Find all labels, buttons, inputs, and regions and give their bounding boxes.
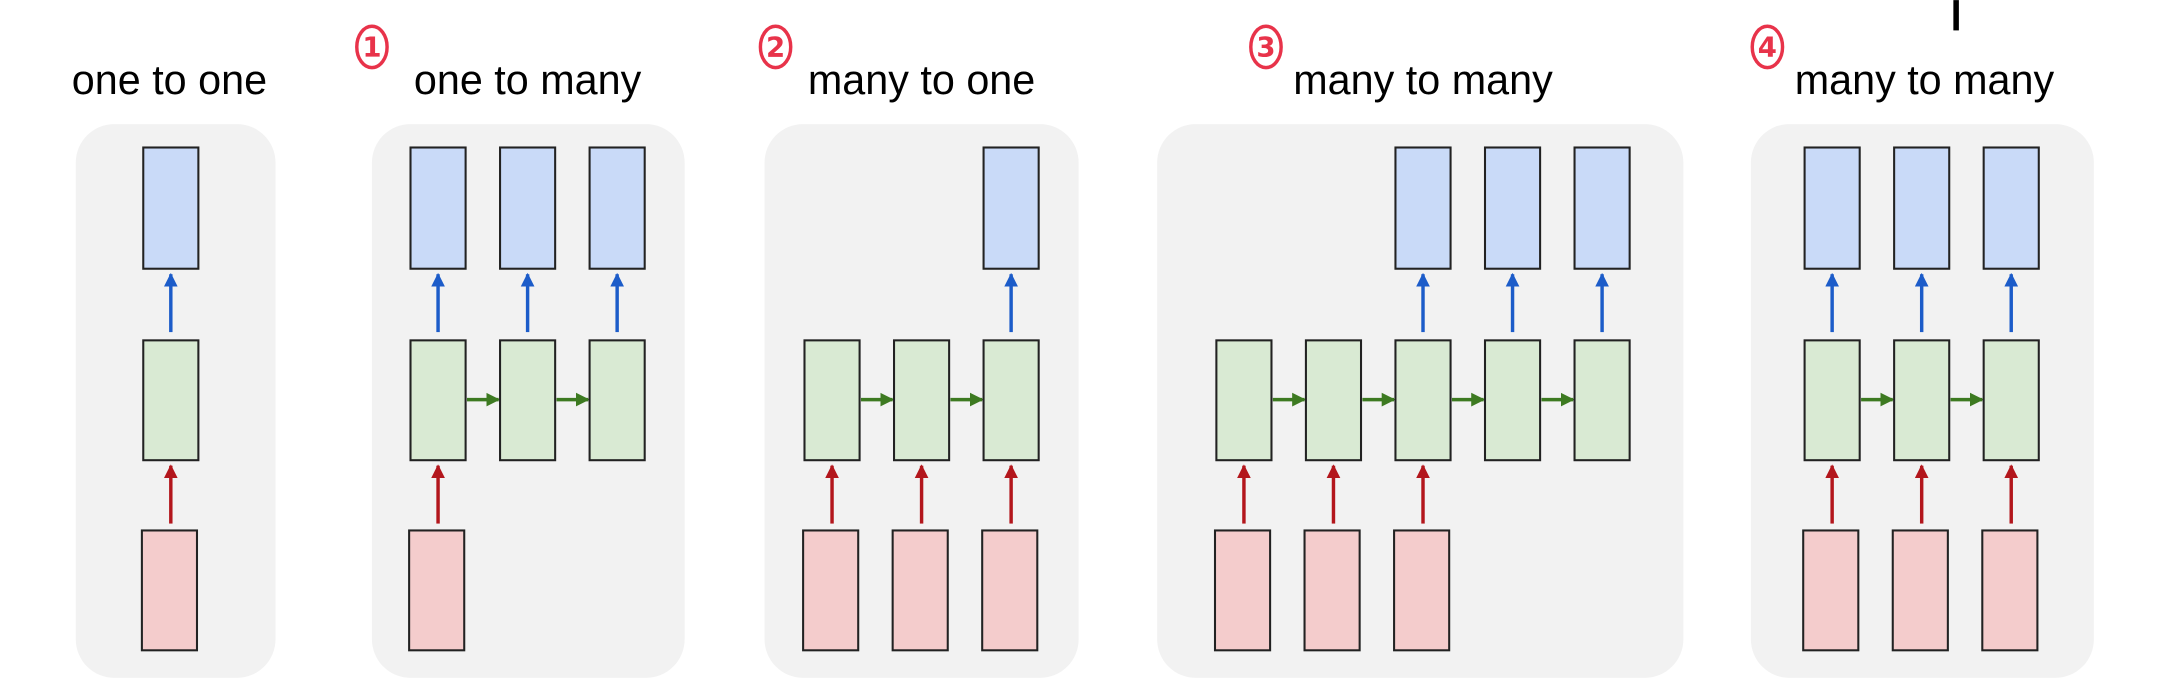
input-box (802, 529, 860, 652)
input-box (140, 529, 199, 652)
hidden-state-box (1803, 339, 1861, 462)
hidden-state-box (499, 339, 557, 462)
hidden-state-box (982, 339, 1040, 462)
output-box (1893, 146, 1951, 270)
input-box (1303, 529, 1361, 652)
input-box (981, 529, 1039, 652)
hidden-state-box (1483, 339, 1542, 462)
output-box (1483, 146, 1542, 270)
diagram-panel: one to many 1 (355, 24, 685, 678)
hidden-state-box (1573, 339, 1631, 462)
hidden-state-box (1304, 339, 1363, 462)
hidden-state-box (1215, 339, 1273, 462)
hidden-state-box (409, 339, 467, 462)
diagram-panel: many to one 2 (758, 24, 1079, 678)
output-box (142, 146, 200, 270)
output-box (982, 146, 1040, 270)
output-box (1573, 146, 1631, 270)
input-box (1802, 529, 1860, 652)
output-box (1394, 146, 1452, 270)
hidden-state-box (1893, 339, 1951, 462)
diagram-panel: one to one (72, 57, 276, 678)
panel-title: many to one (808, 57, 1035, 103)
hidden-state-box (588, 339, 646, 462)
diagram-panel: many to many 3 (1157, 24, 1684, 678)
annotation-number: 2 (766, 32, 785, 64)
input-box (1981, 529, 2039, 652)
panel-title: many to many (1795, 57, 2055, 103)
input-box (1213, 529, 1272, 652)
output-box (409, 146, 467, 270)
panel-title: one to one (72, 57, 267, 103)
panel-title: one to many (414, 57, 642, 103)
hidden-state-box (803, 339, 861, 462)
annotation-circle (758, 24, 793, 70)
hidden-state-box (142, 339, 200, 462)
output-box (1803, 146, 1861, 270)
annotation-circle (355, 24, 389, 70)
input-box (408, 529, 466, 652)
panel-title: many to many (1293, 57, 1553, 103)
annotation-number: 4 (1758, 32, 1777, 64)
input-box (1891, 529, 1949, 652)
output-box (588, 146, 646, 270)
output-box (1982, 146, 2040, 270)
diagram-panel: many to many 4 (1750, 24, 2094, 678)
annotation-circle (1750, 24, 1785, 70)
cropped-glyph-fragment (1953, 0, 1959, 31)
input-box (891, 529, 949, 652)
annotation-circle (1249, 24, 1283, 70)
input-box (1393, 529, 1451, 652)
annotation-number: 1 (362, 32, 381, 64)
annotation-number: 3 (1256, 32, 1275, 64)
hidden-state-box (1394, 339, 1452, 462)
output-box (499, 146, 557, 270)
hidden-state-box (1982, 339, 2040, 462)
hidden-state-box (892, 339, 951, 462)
